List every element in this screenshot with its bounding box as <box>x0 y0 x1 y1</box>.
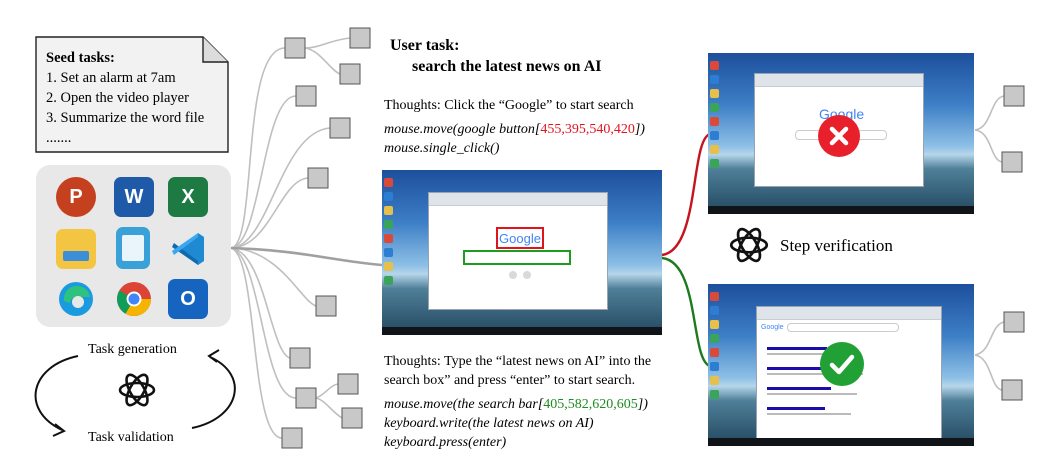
browser-window: Google <box>428 192 608 310</box>
outlook-icon: O <box>168 279 208 319</box>
connector-line <box>230 47 286 249</box>
fail-branch-line <box>661 132 711 257</box>
step1-code-click: mouse.single_click() <box>384 141 500 156</box>
step2-code-press: keyboard.press(enter) <box>384 435 507 450</box>
step2-thought-line2: search box” and press “enter” to start s… <box>384 373 636 388</box>
step1-coords: 455,395,540,420 <box>540 122 635 137</box>
search-box-highlight <box>463 250 571 265</box>
openai-logo-icon <box>115 368 159 417</box>
seed-task-item: 3. Summarize the word file <box>46 110 205 126</box>
seed-tasks-note <box>35 36 229 153</box>
success-check-icon <box>820 342 864 386</box>
success-branch-line <box>661 256 711 368</box>
seed-tasks-title: Seed tasks: <box>46 50 115 66</box>
word-icon: W <box>114 177 154 217</box>
excel-icon: X <box>168 177 208 217</box>
user-task-text: search the latest news on AI <box>412 58 602 75</box>
state-box <box>284 37 306 59</box>
seed-task-item: 1. Set an alarm at 7am <box>46 70 176 86</box>
task-validation-label: Task validation <box>88 430 174 445</box>
edge-icon <box>56 279 96 319</box>
file-explorer-icon <box>56 229 96 269</box>
openai-logo-icon <box>726 222 772 273</box>
task-generation-label: Task generation <box>88 342 177 357</box>
step2-code-write: keyboard.write(the latest news on AI) <box>384 416 594 431</box>
chrome-icon <box>114 279 154 319</box>
step2-code-move: mouse.move(the search bar[405,582,620,60… <box>384 397 648 412</box>
step2-coords: 405,582,620,605 <box>543 397 638 412</box>
desktop-screenshot-fail: Google <box>708 53 974 214</box>
notepad-icon <box>116 227 150 269</box>
fail-x-icon <box>818 115 860 157</box>
browser-window: Google <box>756 306 942 440</box>
powerpoint-icon: P <box>56 177 96 217</box>
step-verification-label: Step verification <box>780 236 893 255</box>
seed-task-item: ....... <box>46 130 72 146</box>
app-tray: P W X O <box>36 165 231 327</box>
seed-tasks-text: Seed tasks: 1. Set an alarm at 7am 2. Op… <box>46 48 204 148</box>
desktop-screenshot-main: Google <box>382 170 662 335</box>
seed-task-item: 2. Open the video player <box>46 90 189 106</box>
user-task-title: User task: <box>390 37 460 54</box>
google-logo-highlight: Google <box>496 227 544 249</box>
desktop-screenshot-success: Google <box>708 284 974 446</box>
step1-code-move: mouse.move(google button[455,395,540,420… <box>384 122 645 137</box>
vscode-icon <box>168 229 208 269</box>
step2-thought-line1: Thoughts: Type the “latest news on AI” i… <box>384 354 652 369</box>
step1-thought: Thoughts: Click the “Google” to start se… <box>384 98 634 113</box>
cycle-arrows <box>34 349 236 437</box>
